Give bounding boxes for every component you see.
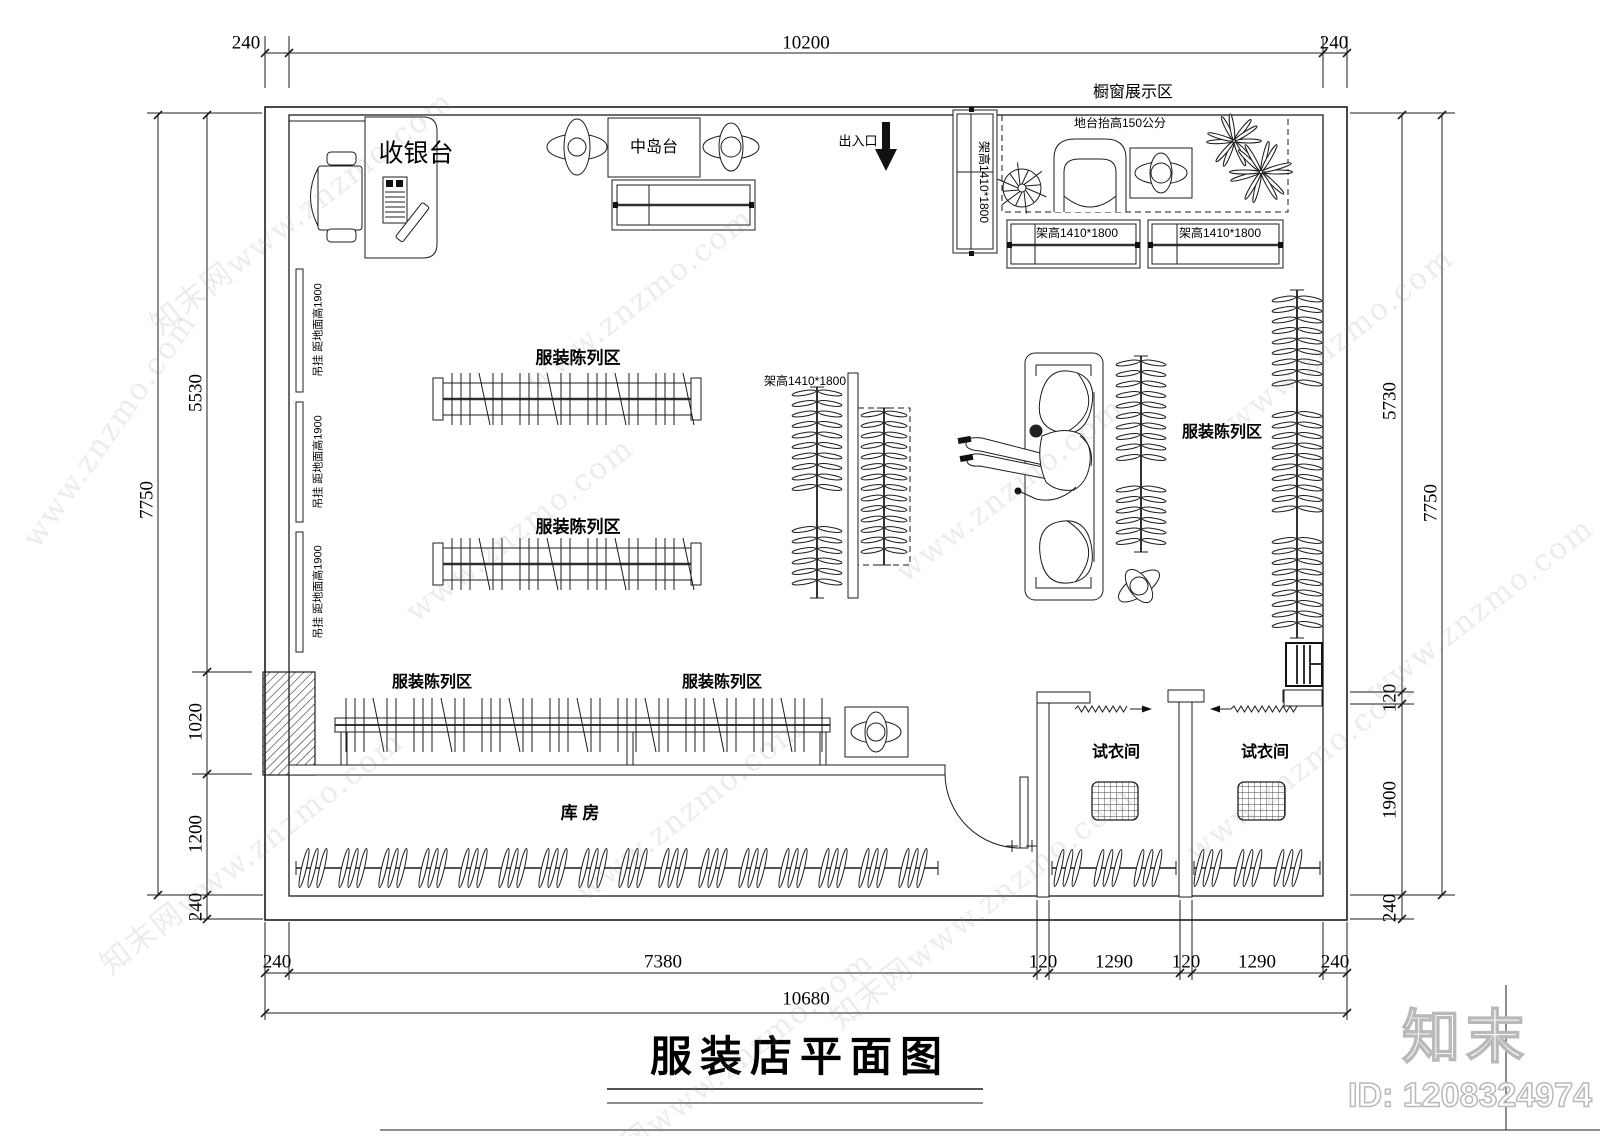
door (944, 774, 1038, 852)
dim-right-1: 120 (1379, 683, 1401, 713)
dim-left-0: 5530 (185, 374, 207, 412)
flower-icon (1118, 568, 1160, 604)
clothing-rack-1 (432, 377, 702, 421)
dim-top-0: 240 (231, 32, 261, 54)
plant-icon (1206, 113, 1293, 204)
label-fitting-room-left: 试衣间 (1091, 744, 1141, 761)
hanger-racks (791, 289, 1323, 639)
display-shelf-vertical (952, 107, 998, 256)
column (262, 671, 316, 776)
clothing-rack-2 (432, 542, 702, 586)
dimension-lines (147, 36, 1455, 1020)
label-wall-rail-3: 吊挂 距地面高1900 (312, 545, 325, 639)
fan-plant-icon (997, 162, 1047, 214)
dim-bottom-4: 120 (1171, 951, 1201, 973)
dim-left-3: 240 (185, 892, 207, 922)
cabinet (1283, 642, 1323, 707)
island-counter (607, 117, 756, 231)
flower-icon (1134, 152, 1188, 194)
rack-hangers (345, 372, 823, 753)
stool-right (1237, 781, 1286, 821)
exterior-walls (264, 106, 1348, 921)
person-figure (957, 424, 1092, 501)
dim-left-1: 1020 (185, 703, 207, 741)
display-panel (847, 372, 859, 599)
label-display-area-3: 服装陈列区 (1181, 424, 1263, 441)
dim-top-1: 10200 (782, 32, 830, 54)
label-storage: 库 房 (560, 803, 600, 823)
label-display-area-5: 服装陈列区 (681, 674, 763, 691)
wall-rails (295, 268, 304, 653)
stool-left (1091, 781, 1139, 821)
label-cashier: 收银台 (378, 139, 454, 168)
fitting-rooms (1036, 689, 1324, 898)
office-chair (317, 165, 363, 231)
curtains (1074, 705, 1298, 713)
dim-top-2: 240 (1319, 32, 1349, 54)
label-island: 中岛台 (629, 139, 679, 156)
flower-box-2 (844, 706, 909, 758)
label-entrance: 出入口 (838, 133, 878, 149)
dim-right-3: 240 (1379, 893, 1401, 923)
flower-icon (702, 122, 760, 172)
title-block (380, 985, 1600, 1131)
label-wall-rail-1: 吊挂 距地面高1900 (312, 283, 325, 377)
label-shelf-spec-mid: 架高1410*1800 (763, 374, 847, 388)
dim-bottom-3: 1290 (1095, 951, 1133, 973)
dim-bottom-5: 1290 (1238, 951, 1276, 973)
dim-left-total: 7750 (136, 481, 158, 519)
display-shelf-b (1147, 219, 1284, 269)
dim-bottom-2: 120 (1028, 951, 1058, 973)
window-display-platform (997, 113, 1293, 214)
entrance-arrow-icon (875, 122, 897, 171)
flower-icon (850, 711, 902, 753)
label-window-display: 橱窗展示区 (1092, 84, 1174, 101)
dim-bottom-1: 7380 (644, 951, 682, 973)
label-shelf-spec-b: 架高1410*1800 (1178, 226, 1262, 240)
dim-right-total: 7750 (1420, 484, 1442, 522)
hanging-clothes (298, 848, 1303, 888)
label-fitting-room-right: 试衣间 (1240, 744, 1290, 761)
display-shelf-a (1006, 219, 1141, 269)
dim-bottom-6: 240 (1320, 951, 1350, 973)
dim-left-2: 1200 (185, 815, 207, 853)
label-shelf-spec-vertical: 架高1410*1800 (977, 140, 991, 224)
dim-bottom-0: 240 (262, 951, 292, 973)
sheet-id: ID: 1208324974 (1347, 1076, 1592, 1116)
dim-bottom-total: 10680 (782, 988, 830, 1010)
cashier-desk (310, 116, 438, 259)
label-wall-rail-2: 吊挂 距地面高1900 (312, 415, 325, 509)
flower-icons (546, 118, 1188, 753)
label-display-area-4: 服装陈列区 (391, 674, 473, 691)
dim-right-2: 1900 (1379, 781, 1401, 819)
dim-right-0: 5730 (1379, 382, 1401, 420)
label-shelf-spec-a: 架高1410*1800 (1035, 226, 1119, 240)
label-platform-note: 地台抬高150公分 (1073, 116, 1167, 130)
znzmo-logo: 知末 (1401, 1004, 1531, 1071)
page-title: 服装店平面图 (649, 1033, 951, 1080)
label-display-area-2: 服装陈列区 (535, 517, 621, 537)
label-display-area-1: 服装陈列区 (535, 348, 621, 368)
flower-icon (546, 118, 608, 176)
